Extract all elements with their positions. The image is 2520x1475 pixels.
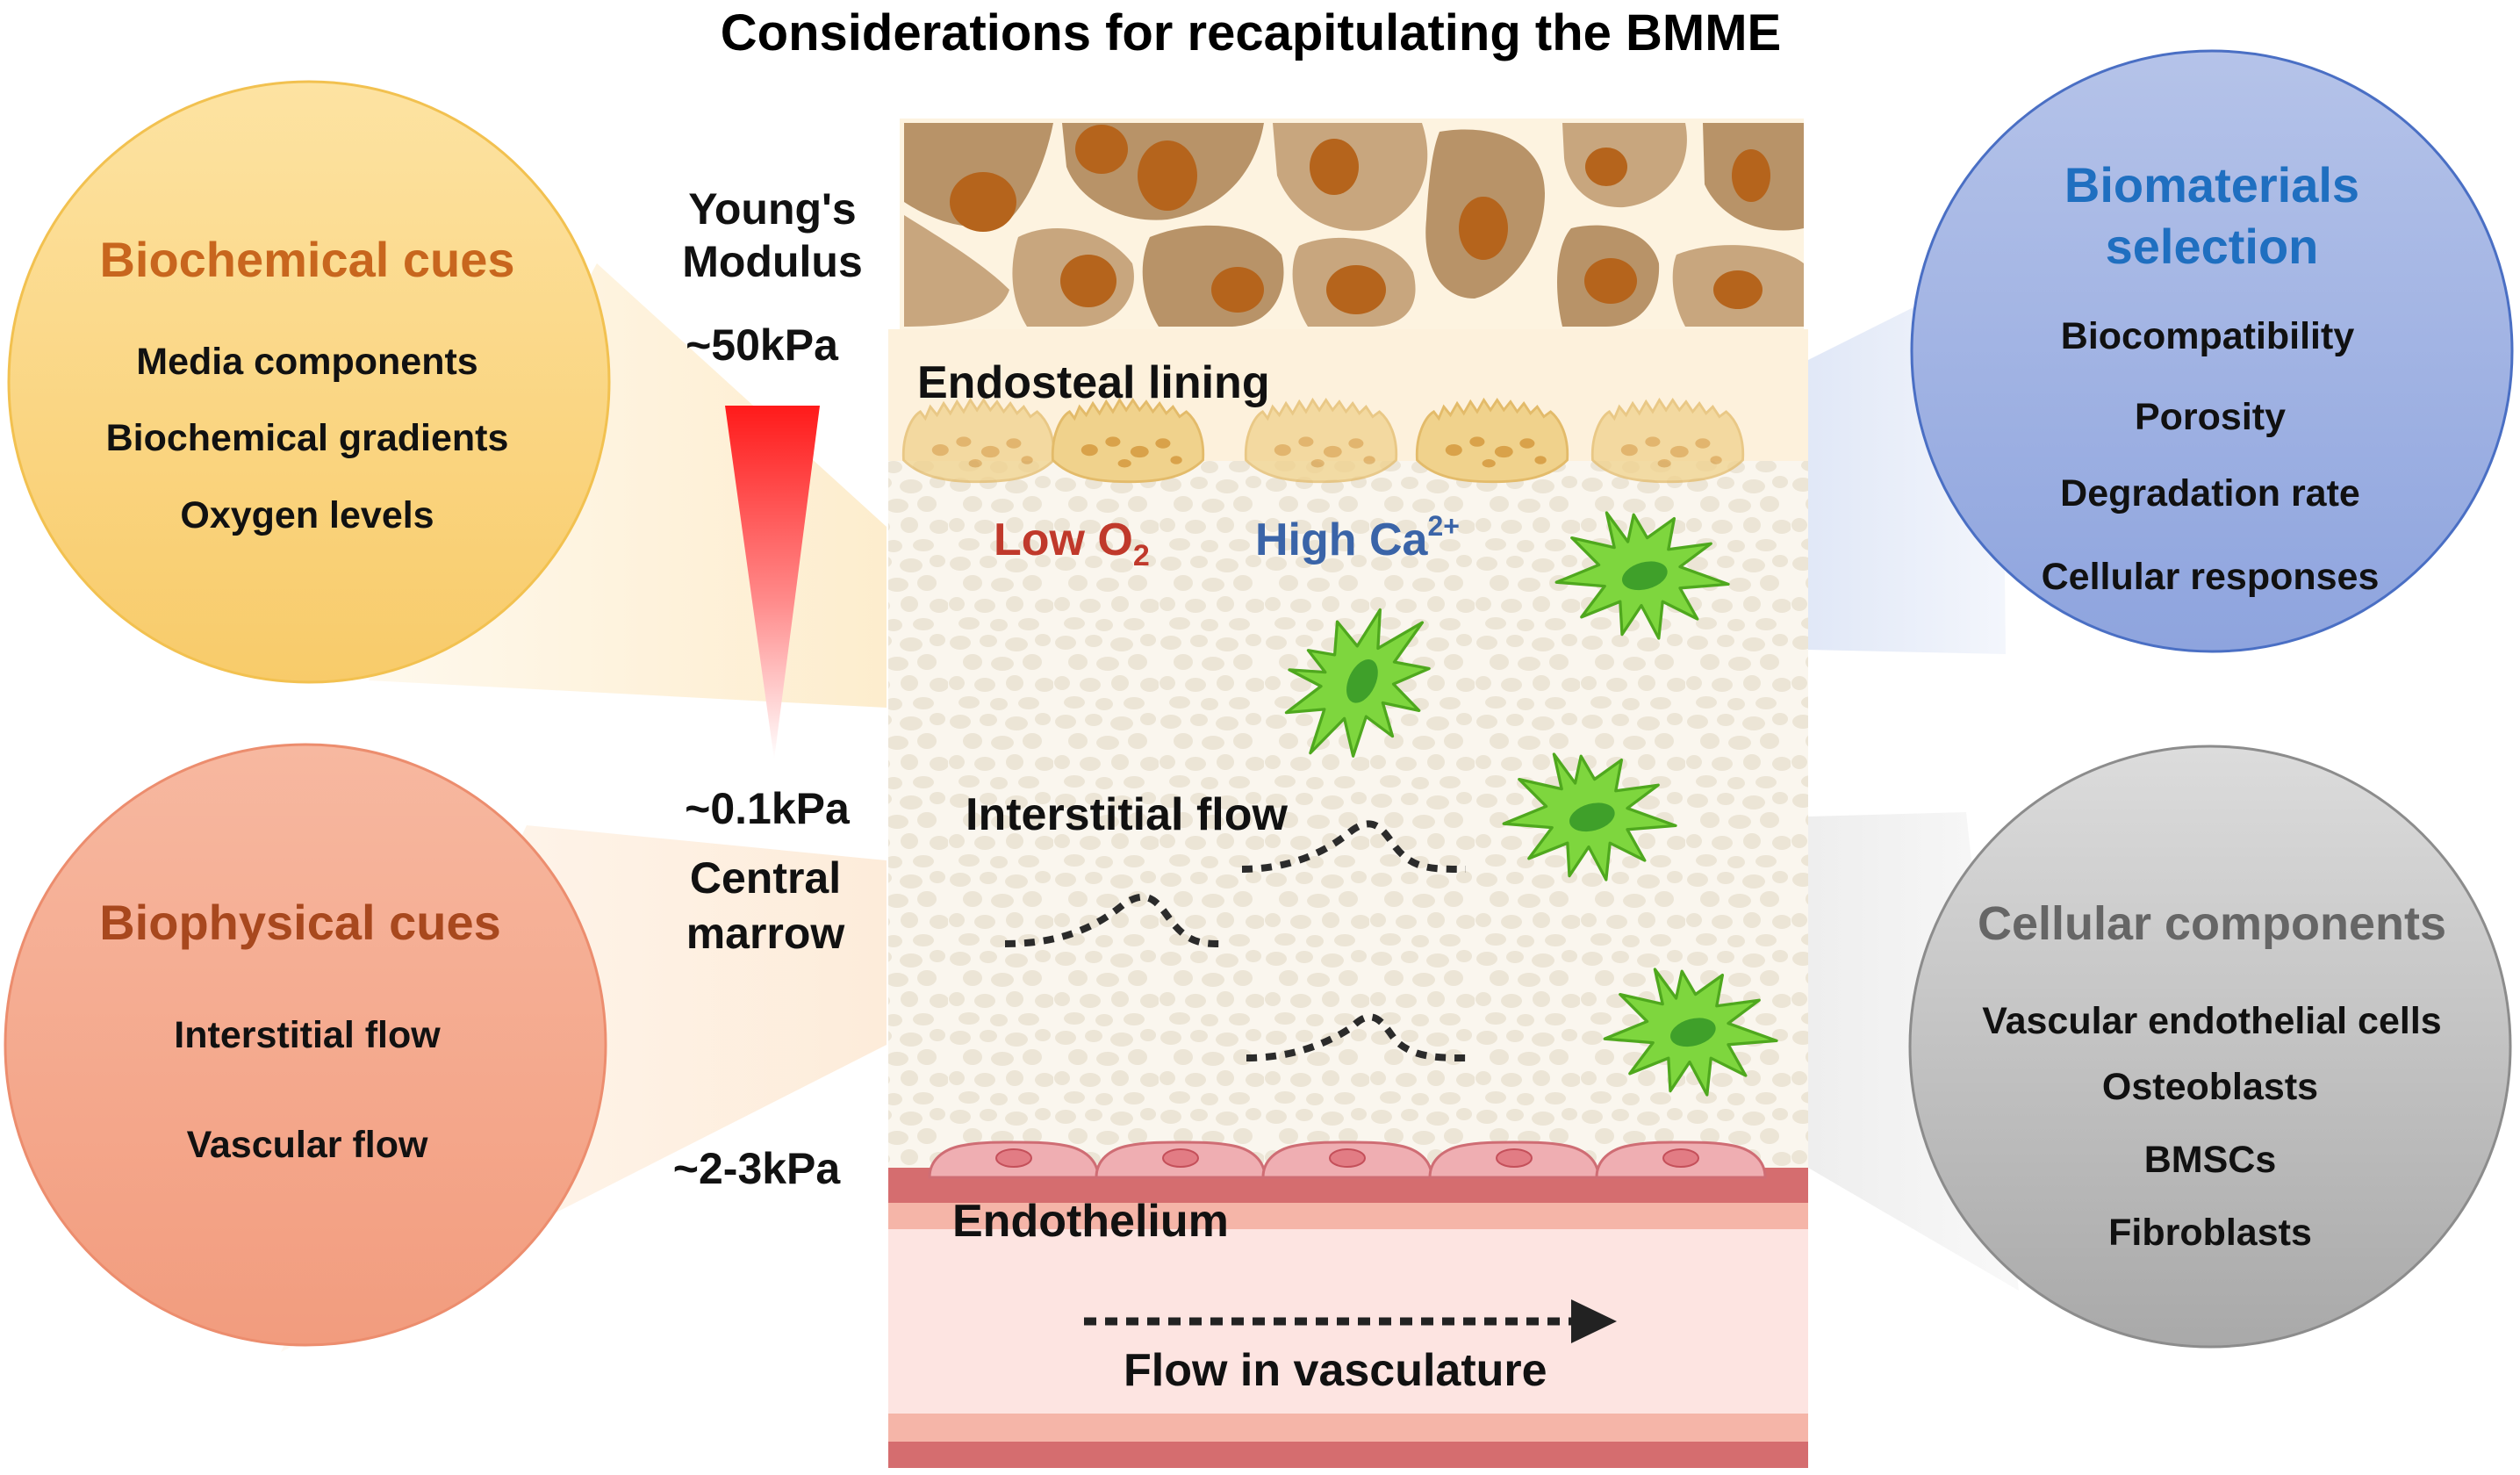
- bone-marrow-panel: [888, 119, 1808, 1468]
- biomaterials-item: Degradation rate: [2060, 472, 2360, 514]
- endosteal-lining-label: Endosteal lining: [917, 357, 1270, 408]
- cellular-components-title: Cellular components: [1978, 897, 2446, 950]
- modulus-bottom-value: ~2-3kPa: [673, 1144, 842, 1193]
- central-marrow-label-line1: Central: [690, 853, 841, 903]
- biochemical-item: Media components: [136, 341, 477, 383]
- biochemical-cues-circle: Biochemical cues Media components Bioche…: [7, 80, 611, 684]
- high-calcium-label: High Ca2+: [1255, 510, 1460, 565]
- biochemical-item: Biochemical gradients: [106, 417, 509, 459]
- biomaterials-item: Biocompatibility: [2061, 315, 2355, 357]
- endothelial-cell-row: [928, 1140, 1767, 1179]
- youngs-modulus-heading-line1: Young's: [688, 184, 857, 234]
- cellular-item: Osteoblasts: [2102, 1066, 2318, 1108]
- biophysical-item: Vascular flow: [187, 1124, 428, 1166]
- biochemical-item: Oxygen levels: [180, 494, 434, 536]
- biomaterials-title-line2: selection: [2106, 219, 2319, 274]
- stiffness-gradient-wedge: [725, 406, 820, 759]
- biomaterials-selection-circle: Biomaterials selection Biocompatibility …: [1910, 49, 2514, 653]
- biophysical-cues-circle: Biophysical cues Interstitial flow Vascu…: [4, 743, 607, 1347]
- interstitial-flow-label: Interstitial flow: [966, 789, 1288, 840]
- biomaterials-item: Porosity: [2135, 396, 2286, 438]
- central-marrow-label-line2: marrow: [686, 909, 845, 958]
- modulus-mid-value: ~0.1kPa: [685, 784, 851, 833]
- endothelium-label: Endothelium: [952, 1196, 1229, 1247]
- cellular-components-circle: Cellular components Vascular endothelial…: [1908, 745, 2512, 1349]
- biomaterials-title-line1: Biomaterials: [2064, 157, 2359, 212]
- biomaterials-item: Cellular responses: [2042, 556, 2380, 598]
- interstitial-flow-arrows: [1004, 820, 1467, 1061]
- trabecular-bone: [900, 119, 1804, 329]
- biophysical-cues-title: Biophysical cues: [99, 895, 501, 950]
- youngs-modulus-heading-line2: Modulus: [682, 237, 863, 286]
- vascular-flow-arrow: [1084, 1299, 1617, 1343]
- flow-in-vasculature-label: Flow in vasculature: [1124, 1345, 1547, 1396]
- cellular-item: BMSCs: [2144, 1139, 2277, 1181]
- cellular-item: Vascular endothelial cells: [1982, 1000, 2441, 1042]
- biophysical-item: Interstitial flow: [174, 1014, 441, 1056]
- low-oxygen-label: Low O2: [994, 514, 1150, 572]
- figure-title: Considerations for recapitulating the BM…: [721, 4, 1781, 61]
- cellular-item: Fibroblasts: [2108, 1212, 2312, 1254]
- biochemical-cues-title: Biochemical cues: [99, 232, 514, 287]
- modulus-top-value: ~50kPa: [686, 320, 839, 370]
